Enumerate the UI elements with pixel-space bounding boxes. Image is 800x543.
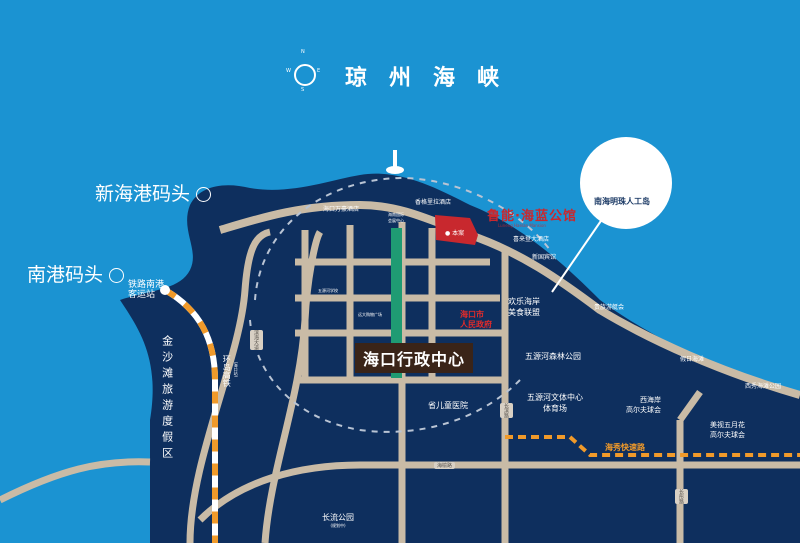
poi-golf-mayflower: 美视五月花高尔夫球会 bbox=[710, 421, 745, 439]
poi-school: 五源河学校 bbox=[318, 288, 338, 293]
compass-n: N bbox=[301, 49, 305, 55]
radius-circle bbox=[254, 176, 551, 301]
road-binhai-avenue: 滨海大道 bbox=[250, 330, 263, 350]
project-site-block bbox=[435, 215, 478, 245]
poi-yacht-club: 贵族游艇会 bbox=[594, 304, 625, 311]
high-speed-rail-label: 环岛高铁 bbox=[222, 355, 232, 387]
poi-forest-park: 五源河森林公园 bbox=[525, 352, 581, 361]
poi-sports-center: 五源河文体中心体育场 bbox=[527, 393, 583, 413]
anchor-icon bbox=[196, 187, 212, 202]
poi-golf-west: 西海岸高尔夫球会 bbox=[626, 396, 661, 414]
port-xinhaigang: 新海港码头 bbox=[95, 183, 212, 206]
road-changxing: 长彤路 bbox=[675, 489, 688, 504]
project-site-label: ● 本案 bbox=[445, 230, 465, 237]
admin-center-label: 海口行政中心 bbox=[355, 343, 474, 373]
sea-label: 琼州海峡 bbox=[345, 66, 522, 91]
artificial-island-label: 南海明珠人工岛 bbox=[594, 197, 650, 206]
compass-e: E bbox=[317, 68, 321, 74]
poi-food-alliance: 欢乐海岸美食联盟 bbox=[508, 297, 540, 317]
city-government: 海口市 人民政府 bbox=[460, 310, 492, 329]
poi-hospital: 省儿童医院 bbox=[428, 401, 468, 410]
rail-station-label: 铁路南港 客运站 bbox=[128, 280, 165, 301]
hotel-sheraton: 喜来登大酒店 bbox=[513, 236, 550, 243]
high-speed-rail-orange bbox=[163, 287, 218, 543]
poi-xixiu-park: 西秀海滩公园 bbox=[745, 383, 782, 390]
compass-s: S bbox=[301, 87, 305, 93]
road-haixiu-expressway: 海秀快速路 bbox=[605, 443, 645, 452]
poi-holiday-beach: 假日海滩 bbox=[680, 356, 705, 363]
development-brand: 鲁能·海蓝公馆 bbox=[487, 209, 577, 224]
poi-changliu-park: 长流公园 (规划中) bbox=[322, 513, 354, 528]
poi-expo-center: 海南国际会展中心 bbox=[388, 212, 404, 223]
green-belt bbox=[391, 228, 402, 378]
hotel-marriott: 海口万豪酒店 bbox=[323, 206, 360, 213]
compass-rose: N W E S bbox=[286, 49, 321, 96]
hotel-xinguo: 新国宾馆 bbox=[532, 254, 557, 261]
artificial-island-badge bbox=[580, 137, 672, 229]
hotel-shangrila: 香格里拉酒店 bbox=[415, 199, 452, 206]
compass-w: W bbox=[286, 68, 291, 74]
anchor-icon bbox=[109, 268, 125, 283]
poi-shopping: 远大购物广场 bbox=[358, 312, 382, 317]
road-haiyu: 海榆路 bbox=[434, 462, 456, 469]
development-brand-sub: Luneng Haelan Mansion bbox=[498, 223, 546, 228]
coastal-road bbox=[218, 200, 800, 399]
radius-circle-lower bbox=[249, 319, 521, 433]
road-changbin: 长滨路 bbox=[500, 403, 513, 418]
rail-station-sub: (海口站) bbox=[233, 362, 239, 378]
port-nangang: 南港码头 bbox=[27, 264, 125, 287]
beach-zone-label: 金沙滩旅游度假区 bbox=[160, 335, 174, 463]
compass-icon bbox=[294, 64, 316, 86]
haixiu-expressway bbox=[505, 435, 800, 457]
